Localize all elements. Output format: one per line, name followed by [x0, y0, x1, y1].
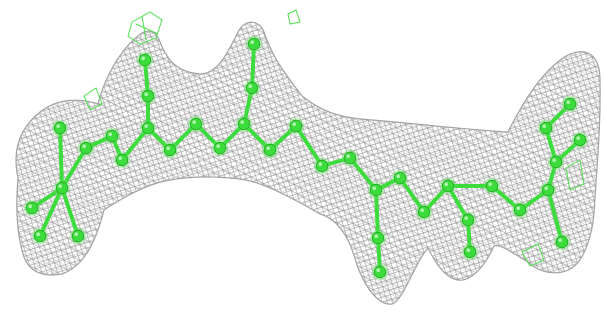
atom — [391, 169, 409, 187]
atom — [483, 177, 501, 195]
bond — [294, 124, 324, 168]
atom — [261, 141, 279, 159]
atom — [161, 141, 179, 159]
fragment-top-center — [287, 9, 301, 25]
atom — [369, 229, 387, 247]
atom — [459, 211, 477, 229]
density-mesh — [15, 21, 601, 305]
fragment-right — [565, 159, 585, 191]
atom — [367, 181, 385, 199]
atom — [69, 227, 87, 245]
atom — [313, 157, 331, 175]
atom — [211, 139, 229, 157]
atom — [139, 119, 157, 137]
atom — [511, 201, 529, 219]
bond — [546, 188, 564, 244]
atom — [113, 151, 131, 169]
bond — [250, 42, 256, 90]
atom — [415, 203, 433, 221]
atom — [561, 95, 579, 113]
atom — [23, 199, 41, 217]
atom — [341, 149, 359, 167]
atom — [439, 177, 457, 195]
atom — [103, 127, 121, 145]
atom — [245, 35, 263, 53]
green-density-fragments — [83, 9, 585, 267]
bond — [60, 146, 88, 190]
bond — [374, 188, 380, 240]
atom — [136, 51, 154, 69]
atom — [553, 233, 571, 251]
atom — [537, 119, 555, 137]
atom — [77, 139, 95, 157]
fragment-top-left — [127, 11, 163, 45]
atom — [53, 179, 71, 197]
bond — [38, 186, 64, 238]
atom — [51, 119, 69, 137]
atom — [31, 227, 49, 245]
atom — [235, 115, 253, 133]
fragment-bottom-right — [521, 243, 545, 267]
molecule-atoms — [23, 35, 589, 281]
atom — [547, 153, 565, 171]
atom — [243, 79, 261, 97]
bond — [348, 156, 378, 192]
atom — [461, 243, 479, 261]
fragment-left — [83, 87, 103, 111]
bond — [398, 176, 426, 214]
bond — [58, 126, 64, 190]
atom — [571, 131, 589, 149]
bond — [60, 186, 80, 238]
atom — [287, 117, 305, 135]
atom — [187, 115, 205, 133]
bond — [120, 126, 150, 162]
atom — [371, 263, 389, 281]
atom — [539, 181, 557, 199]
atom — [139, 87, 157, 105]
bond — [446, 184, 470, 222]
